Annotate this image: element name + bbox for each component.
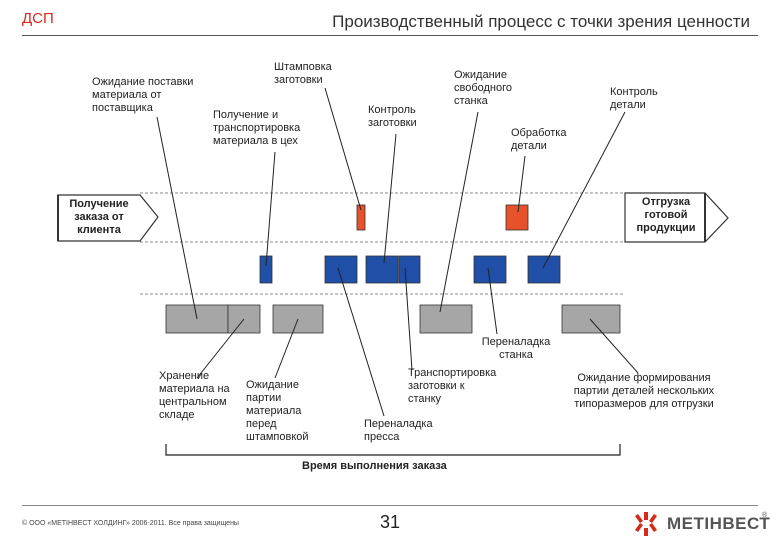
stamping-block	[356, 204, 366, 231]
label-transport-to-machine: Транспортировка заготовки к станку	[408, 367, 497, 405]
label-lead-time: Время выполнения заказа	[302, 460, 447, 472]
lead-time-bracket	[165, 444, 621, 456]
transport-block	[259, 255, 273, 284]
label-receive-transport: Получение и транспортировка материала в …	[213, 109, 301, 147]
end-box-label: Отгрузка готовой продукции	[636, 196, 696, 234]
supplier-wait-block	[165, 304, 229, 334]
machine-wait-block	[419, 304, 473, 334]
label-stamping: Штамповка заготовки	[274, 61, 332, 86]
page-title: Производственный процесс с точки зрения …	[332, 12, 750, 31]
copyright-text: © ООО «МЕТІНВЕСТ ХОЛДИНГ» 2006-2011. Все…	[22, 520, 239, 527]
part-control-block	[527, 255, 561, 284]
label-supplier-wait: Ожидание поставки материала от поставщик…	[92, 76, 194, 114]
processing-block	[505, 204, 529, 231]
page-number: 31	[380, 512, 401, 532]
label-part-processing: Обработка детали	[511, 127, 567, 152]
machine-changeover-block	[473, 255, 507, 284]
shipment-wait-block	[561, 304, 621, 334]
label-wait-free-machine: Ожидание свободного станка	[454, 69, 513, 107]
brand-registered-mark: ®	[762, 512, 768, 519]
brand-name: МЕТІНВЕСТ	[667, 514, 771, 533]
transport-to-machine-block	[398, 255, 421, 284]
press-changeover-block	[324, 255, 358, 284]
company-tag: ДСП	[22, 10, 54, 27]
label-batch-wait: Ожидание партии материала перед штамповк…	[246, 379, 309, 443]
start-box-label: Получение заказа от клиента	[69, 198, 129, 236]
end-box-shape	[624, 192, 729, 243]
label-storage: Хранение материала на центральном складе	[159, 370, 230, 421]
brand-logo-icon	[635, 512, 657, 536]
blank-control-block	[365, 255, 399, 284]
header-divider	[22, 35, 758, 36]
footer-divider	[22, 505, 758, 506]
label-part-control: Контроль детали	[610, 86, 658, 111]
leader-lines	[156, 87, 639, 417]
label-press-changeover: Переналадка пресса	[364, 418, 433, 443]
label-machine-changeover: Переналадка станка	[481, 336, 551, 361]
row-guides	[140, 192, 625, 295]
label-blank-control: Контроль заготовки	[368, 104, 417, 129]
label-shipment-batch-wait: Ожидание формирования партии деталей нес…	[573, 372, 715, 410]
